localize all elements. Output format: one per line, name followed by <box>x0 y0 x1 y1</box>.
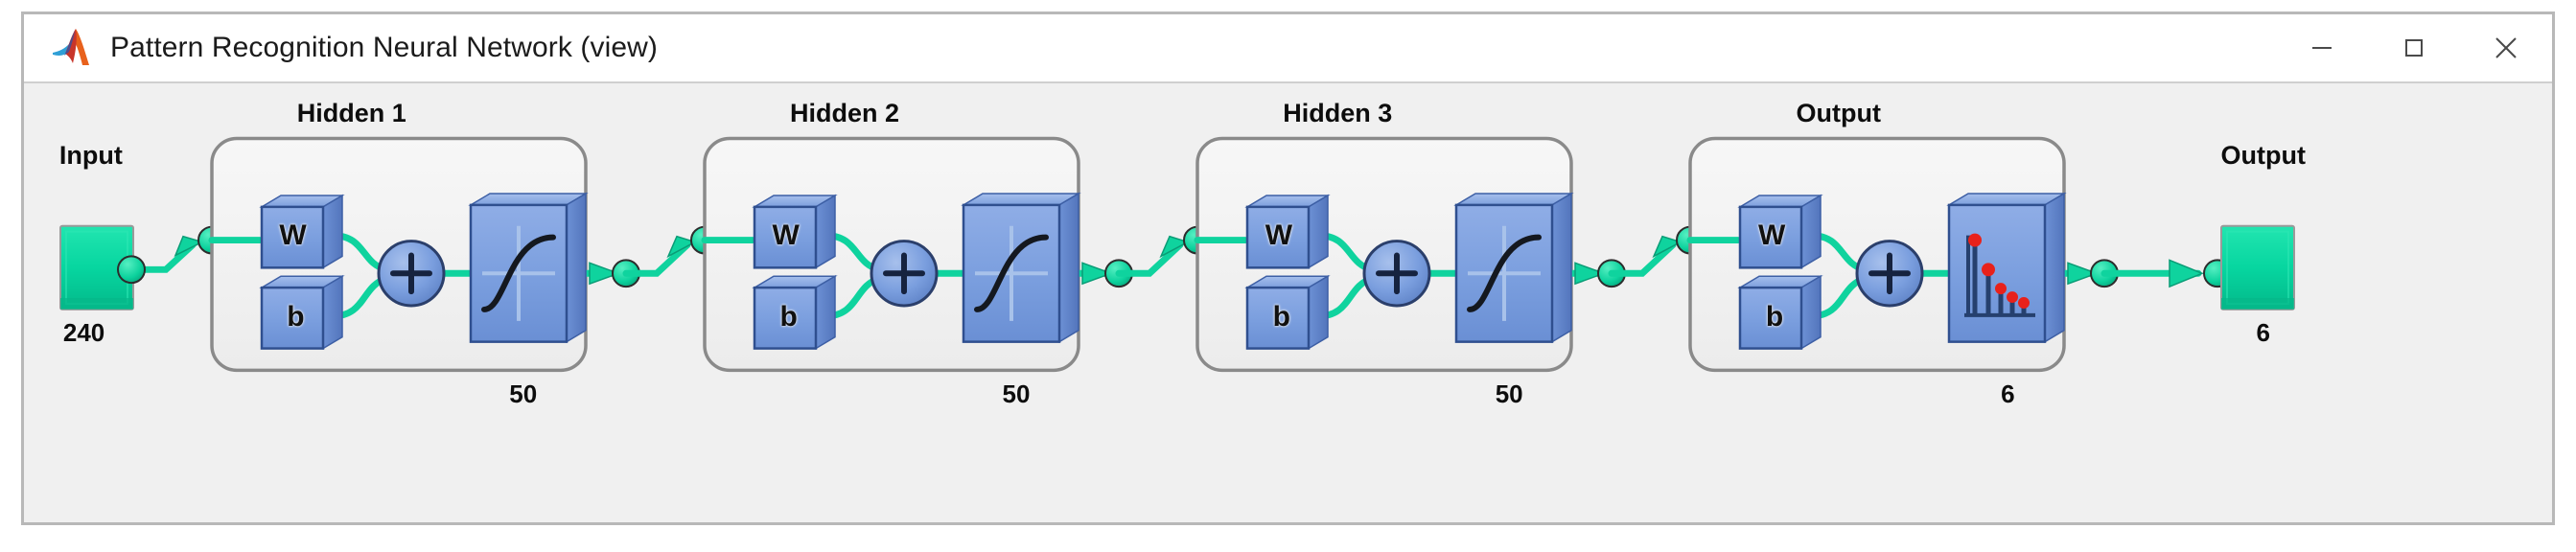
softmax-stem-icon <box>1964 233 2035 317</box>
maximize-icon <box>2405 39 2423 57</box>
output-size-label: 6 <box>2256 318 2270 348</box>
close-icon <box>2495 37 2517 58</box>
minimize-button[interactable] <box>2276 15 2368 80</box>
sum-node-hidden-2 <box>870 240 939 308</box>
bias-label-output: b <box>1765 300 1784 333</box>
layer-title-hidden-2: Hidden 2 <box>790 98 900 127</box>
bias-block-hidden-2 <box>752 274 838 350</box>
layer-size-output: 6 <box>2001 380 2015 409</box>
network-view-window: Pattern Recognition Neural Network (view… <box>21 12 2555 525</box>
window-controls <box>2276 14 2552 81</box>
bias-label-hidden-1: b <box>287 300 305 333</box>
maximize-button[interactable] <box>2368 15 2460 80</box>
title-bar: Pattern Recognition Neural Network (view… <box>24 14 2552 83</box>
sum-node-output <box>1855 240 1924 308</box>
minimize-icon <box>2312 47 2332 49</box>
layer-size-hidden-3: 50 <box>1495 380 1523 409</box>
transfer-block-hidden-3 <box>1453 192 1574 343</box>
layer-title-hidden-3: Hidden 3 <box>1283 98 1393 127</box>
bias-label-hidden-2: b <box>779 300 798 333</box>
weight-label-hidden-1: W <box>279 218 307 251</box>
weight-label-hidden-2: W <box>772 218 800 251</box>
weight-block-hidden-2 <box>752 194 838 269</box>
input-label: Input <box>58 140 123 170</box>
layer-size-hidden-2: 50 <box>1002 380 1031 409</box>
bias-block-output <box>1737 274 1823 350</box>
transfer-block-output <box>1946 192 2067 343</box>
weight-block-hidden-3 <box>1244 194 1331 269</box>
link-input-to-hidden1 <box>117 225 226 285</box>
transfer-block-hidden-1 <box>468 192 589 343</box>
bias-block-hidden-1 <box>259 274 345 350</box>
link-output-to-output-block <box>2100 259 2232 288</box>
close-button[interactable] <box>2460 15 2552 80</box>
window-title: Pattern Recognition Neural Network (view… <box>110 32 658 63</box>
transfer-block-hidden-2 <box>961 192 1081 343</box>
input-size-label: 240 <box>62 318 105 348</box>
layer-title-hidden-1: Hidden 1 <box>296 98 406 127</box>
matlab-logo-icon <box>53 29 89 65</box>
weight-block-hidden-1 <box>259 194 345 269</box>
network-diagram-canvas: Input 240 Hidden 1 W b 50 Hidden 2 W b 5… <box>24 83 2552 522</box>
layer-title-output: Output <box>1796 98 1881 127</box>
weight-label-output: W <box>1757 218 1786 251</box>
weight-label-hidden-3: W <box>1265 218 1293 251</box>
bias-block-hidden-3 <box>1244 274 1331 350</box>
bias-label-hidden-3: b <box>1272 300 1290 333</box>
output-block <box>2220 224 2295 310</box>
sum-node-hidden-1 <box>377 240 446 308</box>
layer-size-hidden-1: 50 <box>509 380 538 409</box>
sum-node-hidden-3 <box>1362 240 1431 308</box>
output-label: Output <box>2220 140 2307 170</box>
weight-block-output <box>1737 194 1823 269</box>
network-diagram <box>59 136 2295 373</box>
